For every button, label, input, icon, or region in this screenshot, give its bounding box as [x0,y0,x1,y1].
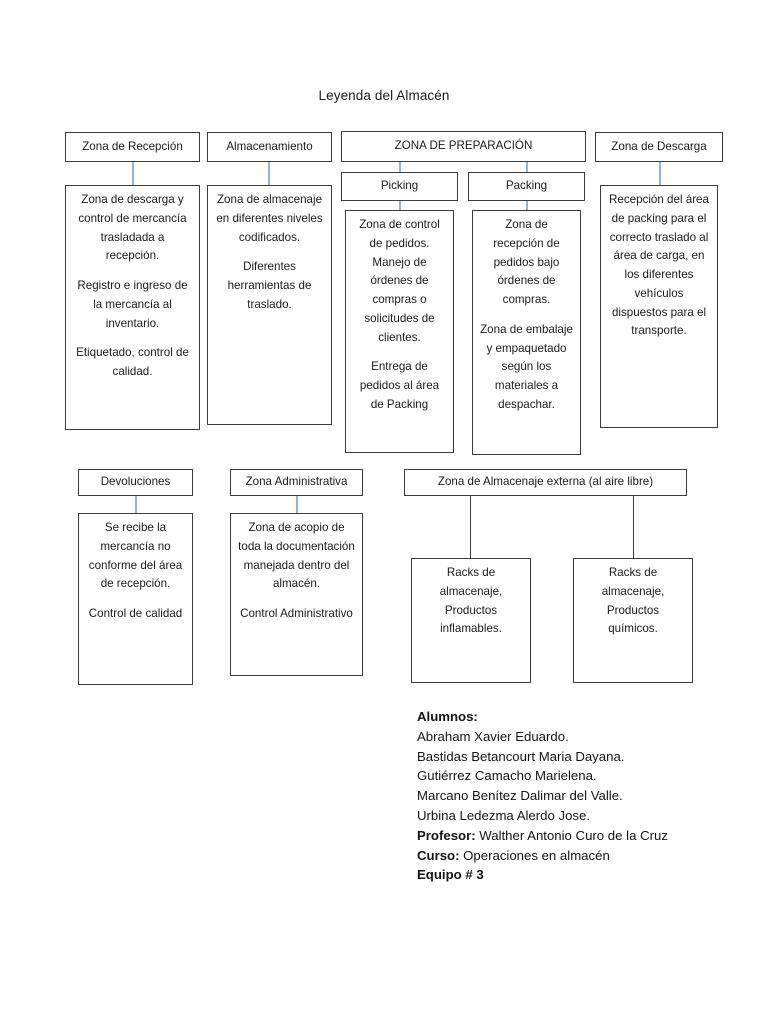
node-racks-inflamables[interactable]: Racks de almacenaje, Productos inflamabl… [411,558,531,683]
node-paragraph: Control Administrativo [240,607,353,621]
node-zona-preparacion-header[interactable]: ZONA DE PREPARACIÓN [341,131,586,162]
curso-value: Operaciones en almacén [459,847,610,863]
connector-picking-body [399,201,401,210]
footer-credits: Alumnos: Abraham Xavier Eduardo. Bastida… [417,707,737,885]
node-packing-body[interactable]: Zona de recepción de pedidos bajo órdene… [472,210,581,455]
connector-externa-inflamables [470,496,472,559]
connector-preparacion-picking [399,162,401,172]
node-label: Zona de Recepción [82,139,183,153]
profesor-line: Profesor: Walther Antonio Curo de la Cru… [417,826,737,846]
node-label: ZONA DE PREPARACIÓN [394,139,533,153]
profesor-value: Walther Antonio Curo de la Cruz [475,827,668,843]
connector-almacenamiento [268,162,270,185]
connector-devoluciones [135,496,137,513]
node-zona-administrativa-body[interactable]: Zona de acopio de toda la documentación … [230,513,363,676]
node-paragraph: Zona de recepción de pedidos bajo órdene… [493,218,560,307]
connector-externa-quimicos [633,496,635,559]
node-paragraph: Entrega de pedidos al área de Packing [359,360,440,412]
node-paragraph: Racks de almacenaje, Productos químicos. [601,566,665,636]
node-paragraph: Se recibe la mercancía no conforme del á… [88,521,183,591]
node-racks-quimicos[interactable]: Racks de almacenaje, Productos químicos. [573,558,693,683]
node-packing-header[interactable]: Packing [468,172,585,201]
node-paragraph: Zona de descarga y control de mercancía … [78,193,187,263]
node-paragraph: Zona de embalaje y empaquetado según los… [480,322,573,412]
node-paragraph: Zona de almacenaje en diferentes niveles… [216,193,323,244]
equipo-label: Equipo # 3 [417,867,484,883]
node-paragraph: Racks de almacenaje, Productos inflamabl… [439,566,503,636]
node-label: Almacenamiento [226,139,313,153]
node-label: Devoluciones [100,475,171,489]
node-zona-administrativa-header[interactable]: Zona Administrativa [230,469,363,496]
connector-preparacion-packing [526,162,528,172]
node-label: Zona Administrativa [245,475,348,489]
node-zona-externa-header[interactable]: Zona de Almacenaje externa (al aire libr… [404,469,687,496]
curso-line: Curso: Operaciones en almacén [417,846,737,866]
profesor-label: Profesor: [417,827,476,843]
connector-recepcion [132,162,134,185]
node-paragraph: Control de calidad [88,607,183,621]
node-almacenamiento-header[interactable]: Almacenamiento [207,132,332,162]
node-picking-body[interactable]: Zona de control de pedidos. Manejo de ór… [345,210,454,453]
connector-administrativa [296,496,298,513]
alumno-item: Gutiérrez Camacho Marielena. [417,768,597,784]
node-devoluciones-body[interactable]: Se recibe la mercancía no conforme del á… [78,513,193,685]
alumno-item: Urbina Ledezma Alerdo Jose. [417,807,591,823]
curso-label: Curso: [417,847,460,863]
node-label: Zona de Almacenaje externa (al aire libr… [437,475,654,489]
node-paragraph: Registro e ingreso de la mercancía al in… [77,279,188,330]
node-zona-descarga-header[interactable]: Zona de Descarga [595,132,723,162]
page-title: Leyenda del Almacén [318,88,450,103]
node-label: Zona de Descarga [611,139,707,153]
node-zona-descarga-body[interactable]: Recepción del área de packing para el co… [600,185,718,428]
alumnos-label: Alumnos: [417,709,478,724]
node-label: Packing [505,179,548,193]
node-paragraph: Diferentes herramientas de traslado. [227,260,312,311]
node-zona-recepcion-header[interactable]: Zona de Recepción [65,132,200,162]
node-paragraph: Zona de acopio de toda la documentación … [238,521,355,591]
node-paragraph: Etiquetado, control de calidad. [76,346,189,379]
connector-packing-body [526,201,528,210]
node-paragraph: Zona de control de pedidos. Manejo de ór… [359,218,440,344]
node-zona-recepcion-body[interactable]: Zona de descarga y control de mercancía … [65,185,200,430]
alumno-item: Bastidas Betancourt Maria Dayana. [417,748,625,764]
node-devoluciones-header[interactable]: Devoluciones [78,469,193,496]
node-picking-header[interactable]: Picking [341,172,458,201]
alumno-item: Marcano Benítez Dalimar del Valle. [417,788,623,804]
connector-descarga [659,162,661,185]
node-paragraph: Recepción del área de packing para el co… [609,193,709,338]
alumno-item: Abraham Xavier Eduardo. [417,728,569,744]
node-label: Picking [380,179,419,193]
node-almacenamiento-body[interactable]: Zona de almacenaje en diferentes niveles… [207,185,332,425]
